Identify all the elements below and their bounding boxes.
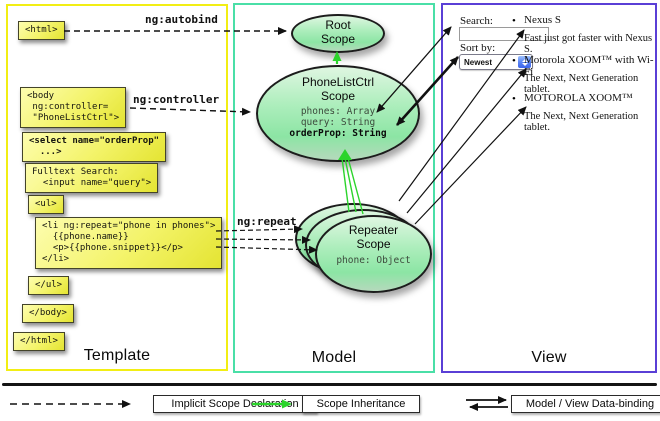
code-box-body-open: <body ng:controller= "PhoneListCtrl">: [20, 87, 127, 128]
bullet-icon: •: [512, 93, 516, 105]
sort-dropdown-value: Newest: [464, 57, 493, 67]
ng-autobind-label: ng:autobind: [145, 13, 218, 26]
phonelistctrl-prop-query: query: String: [300, 117, 376, 128]
root-scope-title-1: Root: [325, 18, 351, 32]
root-scope-title-2: Scope: [320, 32, 356, 46]
repeater-scope-ellipse-front: Repeater Scope phone: Object: [315, 215, 432, 293]
search-label: Search:: [460, 15, 493, 27]
code-box-fulltext-search: Fulltext Search: <input name="query">: [25, 163, 159, 193]
phonelistctrl-prop-orderprop: orderProp: String: [289, 128, 387, 139]
view-column-label: View: [531, 349, 567, 366]
model-column: Model: [233, 3, 435, 373]
ng-repeat-label: ng:repeat: [237, 215, 297, 228]
ng-controller-label: ng:controller: [133, 93, 220, 106]
phone-item-name[interactable]: Motorola XOOM™ with Wi-Fi: [524, 54, 654, 78]
repeater-prop-phone: phone: Object: [336, 255, 411, 266]
code-box-html-open: <html>: [18, 21, 65, 40]
repeater-scope-title-1: Repeater: [348, 223, 399, 237]
bullet-icon: •: [512, 15, 516, 27]
code-box-li-repeat: <li ng:repeat="phone in phones"> {{phone…: [35, 217, 223, 269]
phone-item-name[interactable]: MOTOROLA XOOM™: [524, 92, 633, 104]
bullet-icon: •: [512, 55, 516, 67]
legend-divider: [2, 383, 657, 386]
root-scope-ellipse: Root Scope: [291, 14, 385, 53]
code-box-ul-close: </ul>: [28, 276, 70, 295]
model-column-label: Model: [311, 349, 357, 366]
phone-item-snippet: Fast just got faster with Nexus S.: [524, 33, 653, 55]
code-box-ul-open: <ul>: [28, 195, 64, 214]
template-column-label: Template: [83, 347, 151, 364]
phonelistctrl-prop-phones: phones: Array: [300, 106, 376, 117]
phonelistctrl-scope-ellipse: PhoneListCtrl Scope phones: Array query:…: [256, 65, 420, 162]
phone-item-snippet: The Next, Next Generation tablet.: [524, 73, 639, 95]
legend-model-view-databinding: Model / View Data-binding: [511, 395, 660, 413]
legend-scope-inheritance: Scope Inheritance: [302, 395, 420, 413]
phone-item-name[interactable]: Nexus S: [524, 14, 561, 26]
legend-implicit-scope-declaration: Implicit Scope Declaration: [153, 395, 317, 413]
phonelistctrl-scope-title-2: Scope: [320, 89, 356, 103]
code-box-html-close: </html>: [13, 332, 65, 351]
sort-dropdown[interactable]: Newest: [459, 54, 533, 70]
sort-by-label: Sort by:: [460, 42, 496, 54]
code-box-select: <select name="orderProp" ...>: [22, 132, 167, 162]
repeater-scope-title-2: Scope: [356, 237, 391, 251]
code-box-body-close: </body>: [22, 304, 74, 323]
phone-item-snippet: The Next, Next Generation tablet.: [524, 111, 639, 133]
phonelistctrl-scope-title-1: PhoneListCtrl: [301, 75, 375, 89]
